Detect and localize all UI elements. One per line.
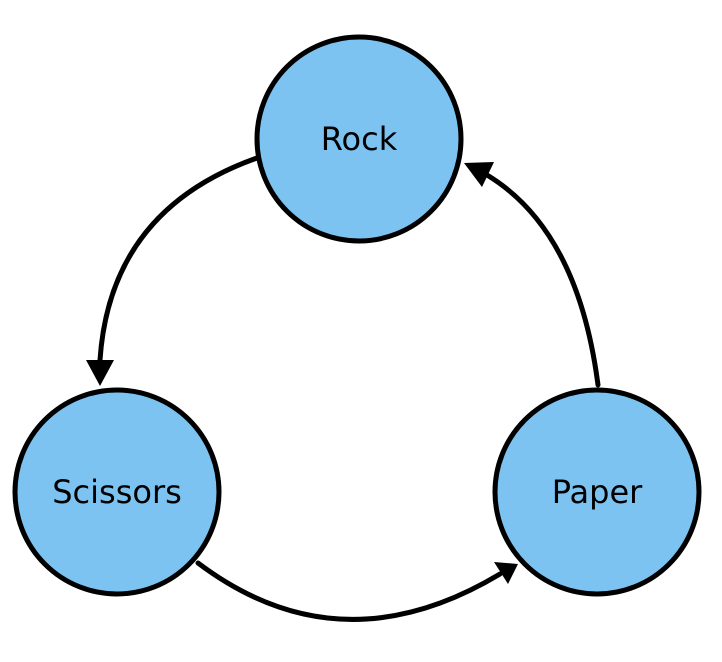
node-paper: Paper: [492, 387, 702, 597]
node-rock-label: Rock: [321, 120, 398, 158]
edge-scissors-to-paper: [195, 560, 518, 622]
node-scissors-circle: [12, 387, 222, 597]
edge-rock-to-scissors: [86, 155, 260, 386]
edge-paper-to-rock-arrowhead: [464, 162, 494, 187]
edge-paper-to-rock-line: [484, 172, 601, 388]
node-rock-circle: [254, 34, 464, 244]
node-paper-circle: [492, 387, 702, 597]
node-rock: Rock: [254, 34, 464, 244]
edge-rock-to-scissors-line: [97, 155, 260, 363]
edge-scissors-to-paper-arrowhead: [494, 562, 518, 584]
edge-rock-to-scissors-arrowhead: [86, 360, 114, 386]
node-paper-label: Paper: [552, 473, 643, 511]
edge-paper-to-rock: [464, 162, 601, 388]
edge-scissors-to-paper-line: [195, 560, 503, 622]
node-scissors: Scissors: [12, 387, 222, 597]
node-scissors-label: Scissors: [52, 473, 182, 511]
